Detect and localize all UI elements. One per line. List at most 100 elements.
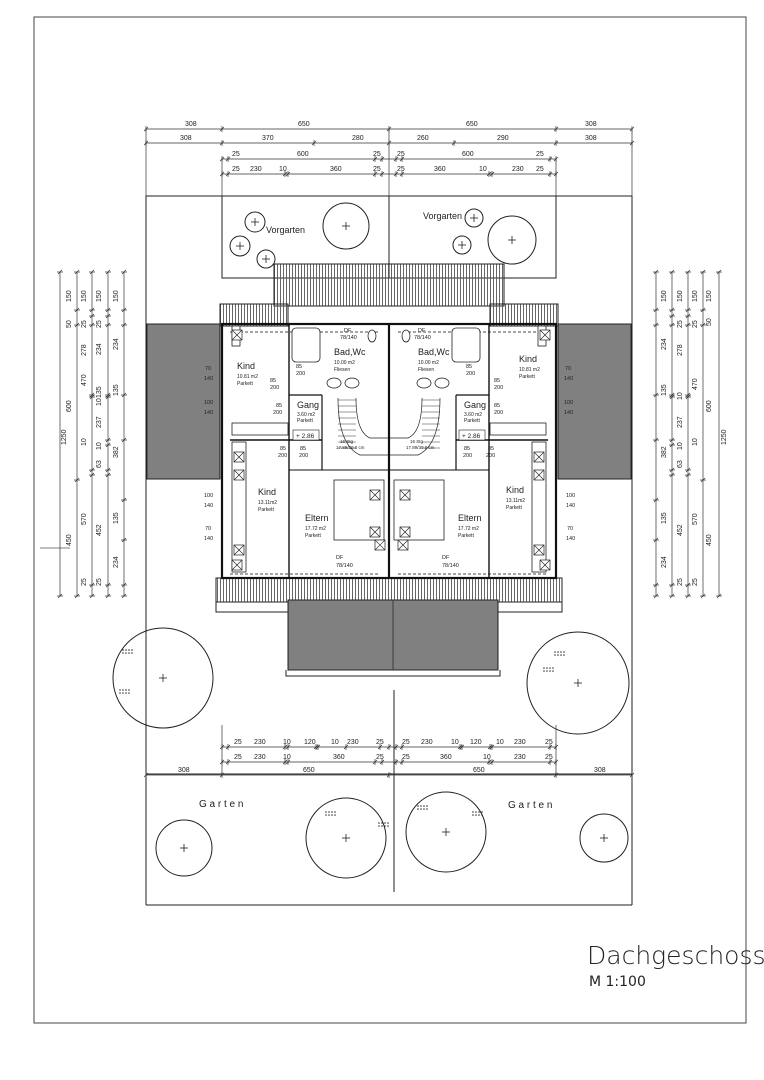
- dim-ld-9: 25: [96, 578, 103, 586]
- tree-icon: [305, 797, 387, 879]
- df-top-left-size: 78/140: [340, 335, 357, 341]
- tree-icon: [526, 631, 630, 735]
- door-l4b: 200: [278, 453, 287, 459]
- tree-icon: [464, 208, 484, 228]
- room-floor: Parkett: [305, 533, 321, 539]
- room-floor: Parkett: [519, 374, 535, 380]
- dim-lc-0: 150: [81, 290, 88, 302]
- dim-rb-7: 452: [677, 524, 684, 536]
- door-r2b: 200: [494, 385, 503, 391]
- tree-icon: [322, 202, 370, 250]
- dim-bot1-8: 230: [421, 739, 433, 746]
- dim-rc-0: 150: [692, 290, 699, 302]
- dim-top1-3: 308: [585, 121, 597, 128]
- dim-bot1-13: 25: [545, 739, 553, 746]
- skylight-marker: [533, 469, 545, 481]
- room-kind-bottom-right: Kind 13.11m2 Parkett: [506, 485, 525, 511]
- dim-bot1-7: 25: [402, 739, 410, 746]
- stair-right: 16 Stg: [410, 439, 424, 444]
- skylight-marker: [533, 451, 545, 463]
- skylight-marker: [399, 526, 411, 538]
- win-l3b: 140: [204, 503, 213, 509]
- door-r3b: 200: [494, 410, 503, 416]
- dim-lc-5: 570: [81, 513, 88, 525]
- dim-lb-2: 600: [66, 400, 73, 412]
- room-name: Kind: [506, 485, 524, 495]
- df-top-left: DF: [344, 328, 352, 334]
- room-bad-right: Bad,Wc 10.00 m2 Fliesen: [418, 347, 450, 373]
- dim-ra-4: 135: [661, 512, 668, 524]
- skylight-marker: [369, 526, 381, 538]
- dim-top1-2: 650: [466, 121, 478, 128]
- door-r4: 85: [488, 446, 494, 452]
- df-top-right-size: 78/140: [414, 335, 431, 341]
- tree-icon: [487, 215, 537, 265]
- tree-icon: [244, 211, 266, 233]
- dim-le-4: 135: [113, 512, 120, 524]
- skylight-marker: [539, 559, 551, 571]
- dim-bot2-9: 25: [545, 754, 553, 761]
- dim-bot2-8: 230: [514, 754, 526, 761]
- dim-top1-0: 308: [185, 121, 197, 128]
- win-l4: 70: [205, 526, 211, 532]
- skylight-marker: [231, 329, 243, 341]
- tree-icon: [256, 249, 276, 269]
- dim-bot1-2: 10: [283, 739, 291, 746]
- room-area: 3.60 m2: [464, 412, 482, 418]
- dim-ra-0: 150: [661, 290, 668, 302]
- stair-treads: [338, 399, 440, 449]
- dim-top3-3: 25: [397, 151, 405, 158]
- room-eltern-left: Eltern 17.72 m2 Parkett: [305, 513, 329, 539]
- skylight-marker: [399, 489, 411, 501]
- room-area: 13.11m2: [258, 500, 277, 506]
- room-name: Eltern: [458, 513, 482, 523]
- dim-top4-1: 230: [250, 166, 262, 173]
- room-name: Kind: [237, 361, 255, 371]
- trees: [112, 202, 630, 879]
- door-l1: 85: [296, 364, 302, 370]
- skylight-marker: [369, 489, 381, 501]
- door-l5: 85: [300, 446, 306, 452]
- dim-rd-1: 50: [706, 318, 713, 326]
- dim-top2-3: 260: [417, 135, 429, 142]
- room-floor: Parkett: [297, 418, 313, 424]
- dim-ld-6: 10: [96, 442, 103, 450]
- door-l4: 85: [280, 446, 286, 452]
- drawing-title: Dachgeschoss: [587, 941, 764, 970]
- dim-bot2-2: 10: [283, 754, 291, 761]
- win-l3: 100: [204, 493, 213, 499]
- right-dimensions: 150 234 135 382 135 234 150 25 278 10 23…: [661, 290, 728, 586]
- dim-bot2-1: 230: [254, 754, 266, 761]
- dim-top4-2: 10: [279, 166, 287, 173]
- dim-lc-4: 10: [81, 438, 88, 446]
- dim-top3-2: 25: [373, 151, 381, 158]
- skylight-marker: [233, 469, 245, 481]
- dim-bot2-4: 25: [376, 754, 384, 761]
- dim-bot1-5: 230: [347, 739, 359, 746]
- dim-rb-5: 10: [677, 442, 684, 450]
- win-r4: 70: [567, 526, 573, 532]
- room-floor: Parkett: [237, 381, 253, 387]
- dimension-lines: [57, 126, 722, 778]
- tree-icon: [112, 627, 214, 729]
- room-area: 13.11m2: [506, 498, 525, 504]
- dim-rb-2: 278: [677, 344, 684, 356]
- dim-ld-2: 234: [96, 343, 103, 355]
- room-area: 17.72 m2: [305, 526, 326, 532]
- room-name: Bad,Wc: [334, 347, 366, 357]
- dim-ld-3: 135: [96, 386, 103, 398]
- dim-rd-2: 600: [706, 400, 713, 412]
- dim-re-0: 1250: [721, 429, 728, 445]
- door-l3b: 200: [273, 410, 282, 416]
- win-l1: 70: [205, 366, 211, 372]
- room-name: Gang: [297, 400, 319, 410]
- skylight-marker: [231, 559, 243, 571]
- dim-top2-0: 308: [180, 135, 192, 142]
- win-l1b: 140: [204, 376, 213, 382]
- dim-bot2-7: 10: [483, 754, 491, 761]
- sheet-frame: [33, 16, 747, 1024]
- dim-top2-4: 290: [497, 135, 509, 142]
- vorgarten-left-label: Vorgarten: [266, 225, 305, 235]
- dim-ld-7: 63: [96, 460, 103, 468]
- dim-bot2-5: 25: [402, 754, 410, 761]
